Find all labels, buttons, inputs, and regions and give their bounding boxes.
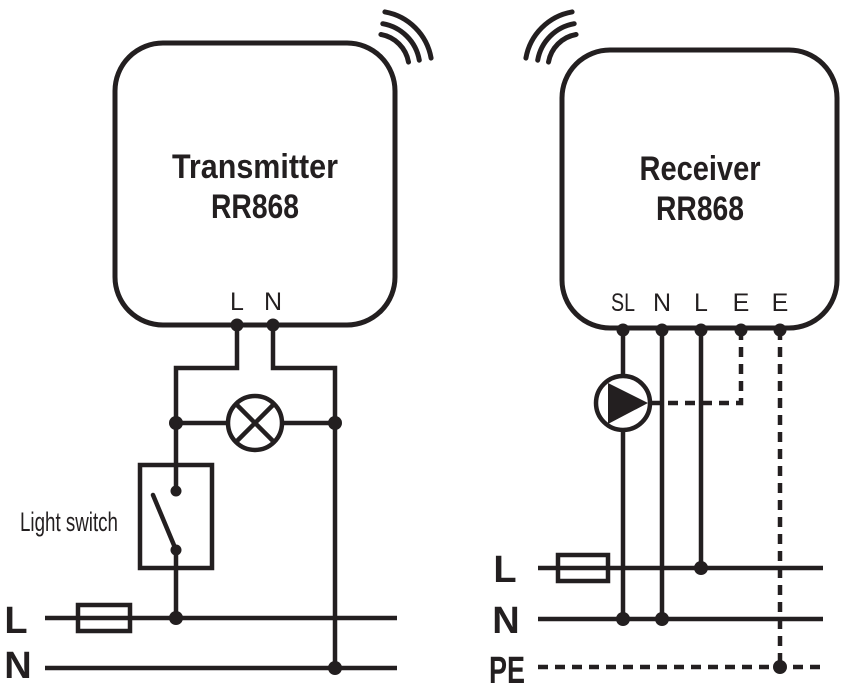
wire-transmitter-l-branch — [173, 325, 240, 423]
left-circuit: Light switch L N — [4, 325, 397, 687]
wire-e1-dashed — [650, 330, 744, 406]
transmitter-terminal-label-l: L — [230, 288, 244, 316]
junction-dot — [694, 561, 708, 575]
pump-icon — [593, 373, 653, 433]
fuse-icon — [75, 602, 133, 634]
junction-dot — [773, 660, 787, 674]
junction-dot — [616, 612, 630, 626]
receiver-radio-waves-icon — [523, 9, 579, 65]
transmitter-unit: Transmitter RR868 L N — [112, 40, 398, 332]
right-bus-label-l: L — [493, 549, 516, 591]
receiver-terminal-label-e2: E — [772, 289, 789, 317]
transmitter-terminal-label-n: N — [264, 288, 282, 316]
right-circuit: L N PE — [489, 330, 823, 692]
receiver-model: RR868 — [656, 190, 744, 228]
transmitter-title: Transmitter — [172, 148, 338, 186]
transmitter-radio-waves-icon — [378, 9, 434, 65]
transmitter-model: RR868 — [211, 188, 299, 226]
receiver-terminal-label-n: N — [653, 289, 671, 317]
wire-transmitter-n-branch — [270, 325, 338, 668]
receiver-terminal-label-e1: E — [733, 289, 750, 317]
left-bus-label-l: L — [4, 600, 27, 642]
lamp-icon — [225, 393, 285, 453]
junction-dot — [169, 611, 183, 625]
junction-dot — [328, 661, 342, 675]
fuse-icon — [555, 552, 611, 584]
junction-dot — [328, 416, 342, 430]
right-bus-label-pe: PE — [489, 650, 525, 692]
light-switch-label: Light switch — [20, 507, 118, 537]
left-bus-label-n: N — [4, 645, 31, 687]
receiver-terminal-label-l: L — [694, 289, 708, 317]
receiver-box — [559, 47, 840, 331]
transmitter-box — [112, 40, 398, 328]
receiver-unit: Receiver RR868 SL N L E E — [559, 47, 840, 337]
junction-dot — [655, 612, 669, 626]
right-bus-label-n: N — [492, 600, 519, 642]
receiver-title: Receiver — [640, 150, 761, 188]
receiver-terminal-label-sl: SL — [611, 289, 635, 317]
